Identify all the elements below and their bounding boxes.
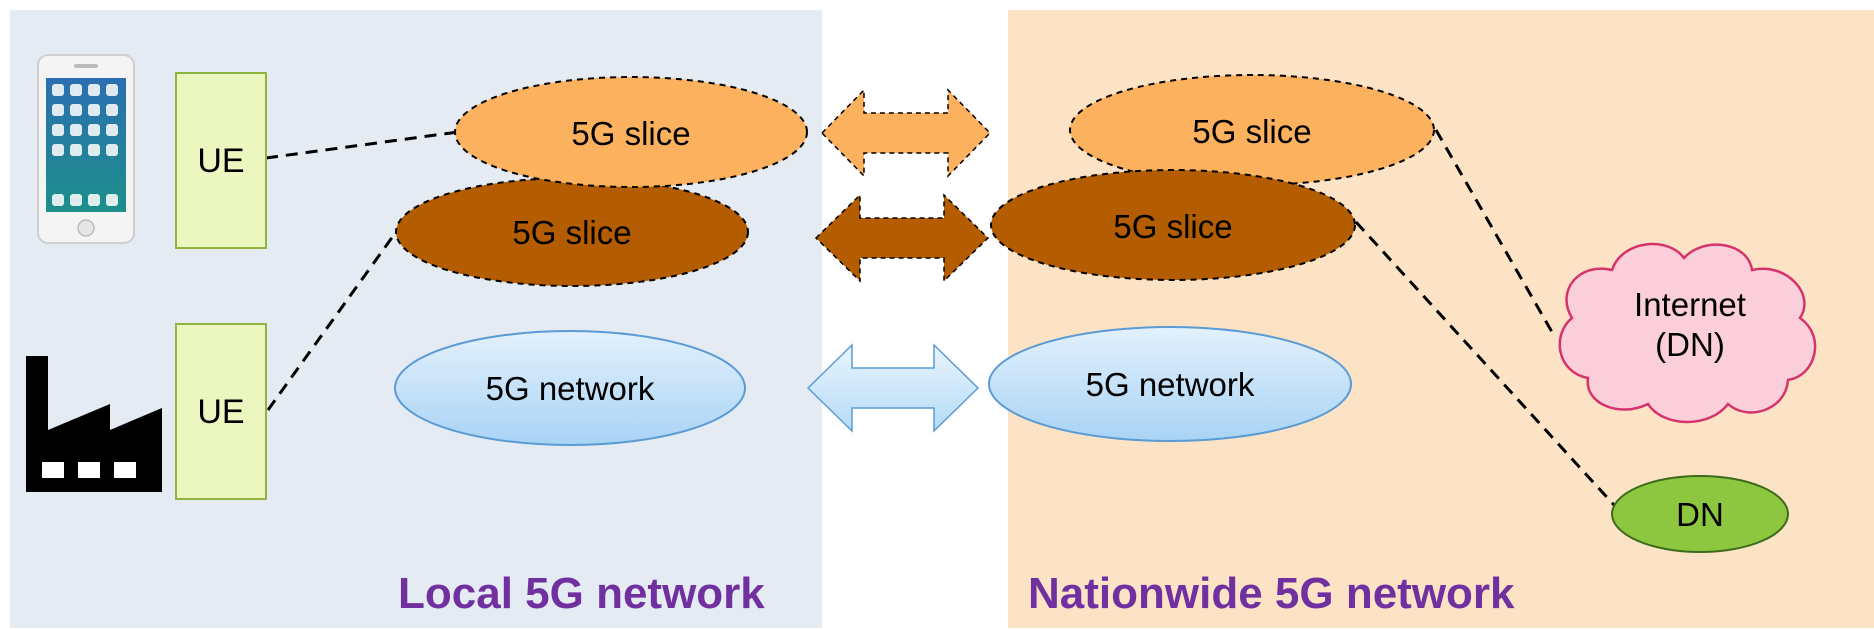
local-5g-network-label: 5G network — [486, 370, 655, 407]
ue-top-label: UE — [197, 142, 244, 180]
local-slice-brown: 5G slice — [395, 177, 749, 287]
link-slice-to-dn — [1354, 220, 1616, 507]
local-slice-orange-label: 5G slice — [571, 115, 690, 152]
nationwide-5g-network: 5G network — [988, 326, 1352, 442]
connector-lines — [265, 129, 1616, 507]
local-network-title: Local 5G network — [398, 569, 765, 618]
local-slice-orange: 5G slice — [454, 76, 808, 188]
link-ue-bottom-to-slice — [266, 231, 398, 411]
nationwide-network-title: Nationwide 5G network — [1028, 569, 1515, 618]
nationwide-slice-orange-label: 5G slice — [1192, 113, 1311, 150]
network-double-arrow — [806, 343, 980, 433]
factory-icon — [26, 356, 162, 492]
internet-label-line1: Internet — [1634, 286, 1746, 323]
local-slice-brown-label: 5G slice — [512, 214, 631, 251]
orange-slice-double-arrow — [820, 88, 992, 178]
nationwide-slice-orange: 5G slice — [1069, 74, 1435, 186]
internet-cloud: Internet (DN) — [1558, 242, 1817, 424]
nationwide-slice-brown-label: 5G slice — [1113, 208, 1232, 245]
link-ue-top-to-slice — [265, 130, 459, 160]
local-5g-network: 5G network — [394, 330, 746, 446]
ue-bottom-label: UE — [197, 393, 244, 431]
brown-slice-double-arrow — [814, 193, 990, 283]
dn-node: DN — [1611, 475, 1789, 553]
internet-label-line2: (DN) — [1655, 326, 1725, 363]
nationwide-5g-network-label: 5G network — [1086, 366, 1255, 403]
smartphone-icon — [37, 54, 135, 244]
ue-top-box: UE — [175, 72, 267, 249]
dn-label: DN — [1676, 496, 1724, 533]
ue-bottom-box: UE — [175, 323, 267, 500]
nationwide-slice-brown: 5G slice — [990, 169, 1356, 281]
